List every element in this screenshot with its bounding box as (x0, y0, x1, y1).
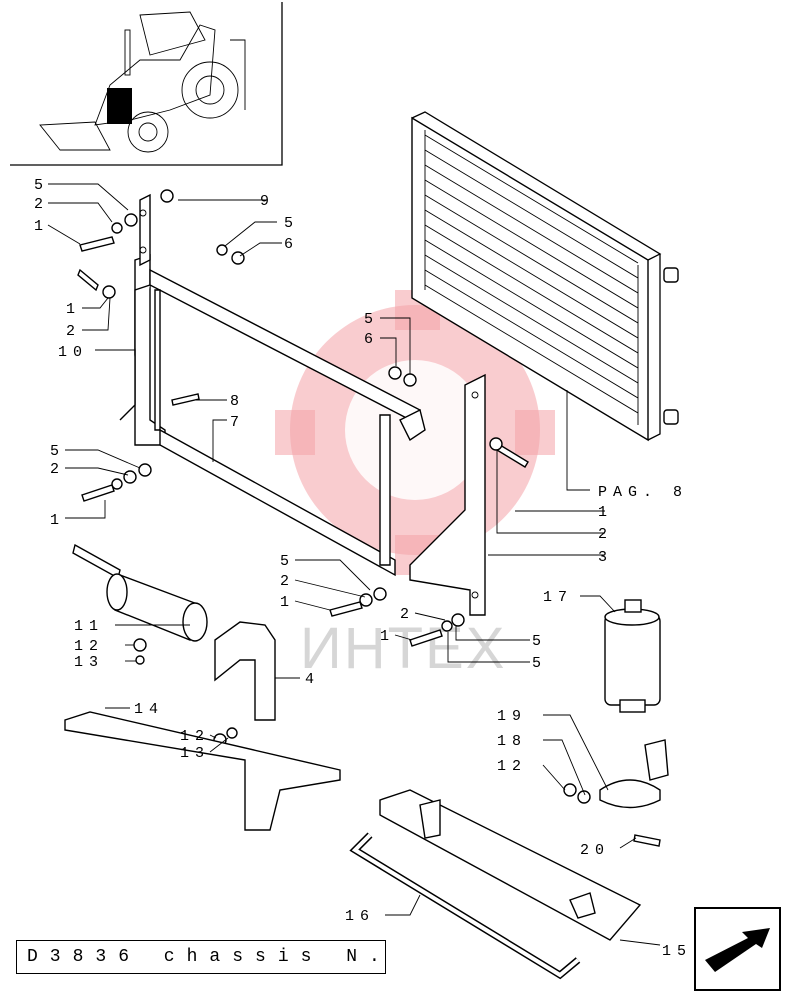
callout-12: 12 (497, 758, 527, 775)
fasteners (77, 189, 661, 847)
callout-1: 1 (34, 218, 49, 235)
callout-2: 2 (280, 573, 295, 590)
callout-2: 2 (50, 461, 65, 478)
callout-18: 18 (497, 733, 527, 750)
page-reference: PAG. 8 (598, 484, 688, 501)
callout-labels: 5 2 1 9 5 6 1 2 10 5 6 8 7 5 2 1 1 2 3 5… (34, 177, 692, 960)
callout-5: 5 (50, 443, 65, 460)
callout-13: 13 (74, 654, 104, 671)
callout-17: 17 (543, 589, 573, 606)
callout-15: 15 (662, 943, 692, 960)
callout-7: 7 (230, 414, 245, 431)
callout-5: 5 (532, 655, 547, 672)
callout-12: 12 (74, 638, 104, 655)
callout-1: 1 (598, 504, 613, 521)
callout-20: 20 (580, 842, 610, 859)
callout-5: 5 (532, 633, 547, 650)
receiver-dryer (72, 543, 208, 642)
callout-1: 1 (280, 594, 295, 611)
callout-1: 1 (50, 512, 65, 529)
callout-12: 12 (180, 728, 210, 745)
leader-lines (47, 183, 661, 946)
callout-14: 14 (134, 701, 164, 718)
machine-thumbnail (10, 2, 283, 166)
callout-6: 6 (364, 331, 379, 348)
callout-2: 2 (400, 606, 415, 623)
callout-6: 6 (284, 236, 299, 253)
callout-2: 2 (34, 196, 49, 213)
callout-11: 11 (74, 618, 104, 635)
next-page-arrow-icon[interactable] (694, 907, 781, 991)
callout-2: 2 (66, 323, 81, 340)
callout-1: 1 (66, 301, 81, 318)
callout-16: 16 (345, 908, 375, 925)
callout-13: 13 (180, 745, 210, 762)
rod-16 (349, 832, 581, 980)
clamp-19 (599, 739, 669, 809)
callout-3: 3 (598, 549, 613, 566)
callout-5: 5 (284, 215, 299, 232)
callout-5: 5 (34, 177, 49, 194)
filter-17 (604, 599, 661, 713)
mounting-plate-14 (64, 711, 341, 831)
radiator-core (411, 111, 679, 442)
chassis-number-box: D3836 chassis N. (16, 940, 386, 974)
callout-10: 10 (58, 344, 88, 361)
callout-5: 5 (364, 311, 379, 328)
callout-2: 2 (598, 526, 613, 543)
callout-19: 19 (497, 708, 527, 725)
callout-4: 4 (305, 671, 320, 688)
radiator-frame (119, 193, 486, 616)
callout-1: 1 (380, 628, 395, 645)
callout-8: 8 (230, 393, 245, 410)
callout-9: 9 (260, 193, 275, 210)
watermark-text: ИНТЕХ (300, 616, 506, 681)
plate-15 (379, 789, 642, 941)
callout-5: 5 (280, 553, 295, 570)
bracket-4 (214, 621, 276, 721)
